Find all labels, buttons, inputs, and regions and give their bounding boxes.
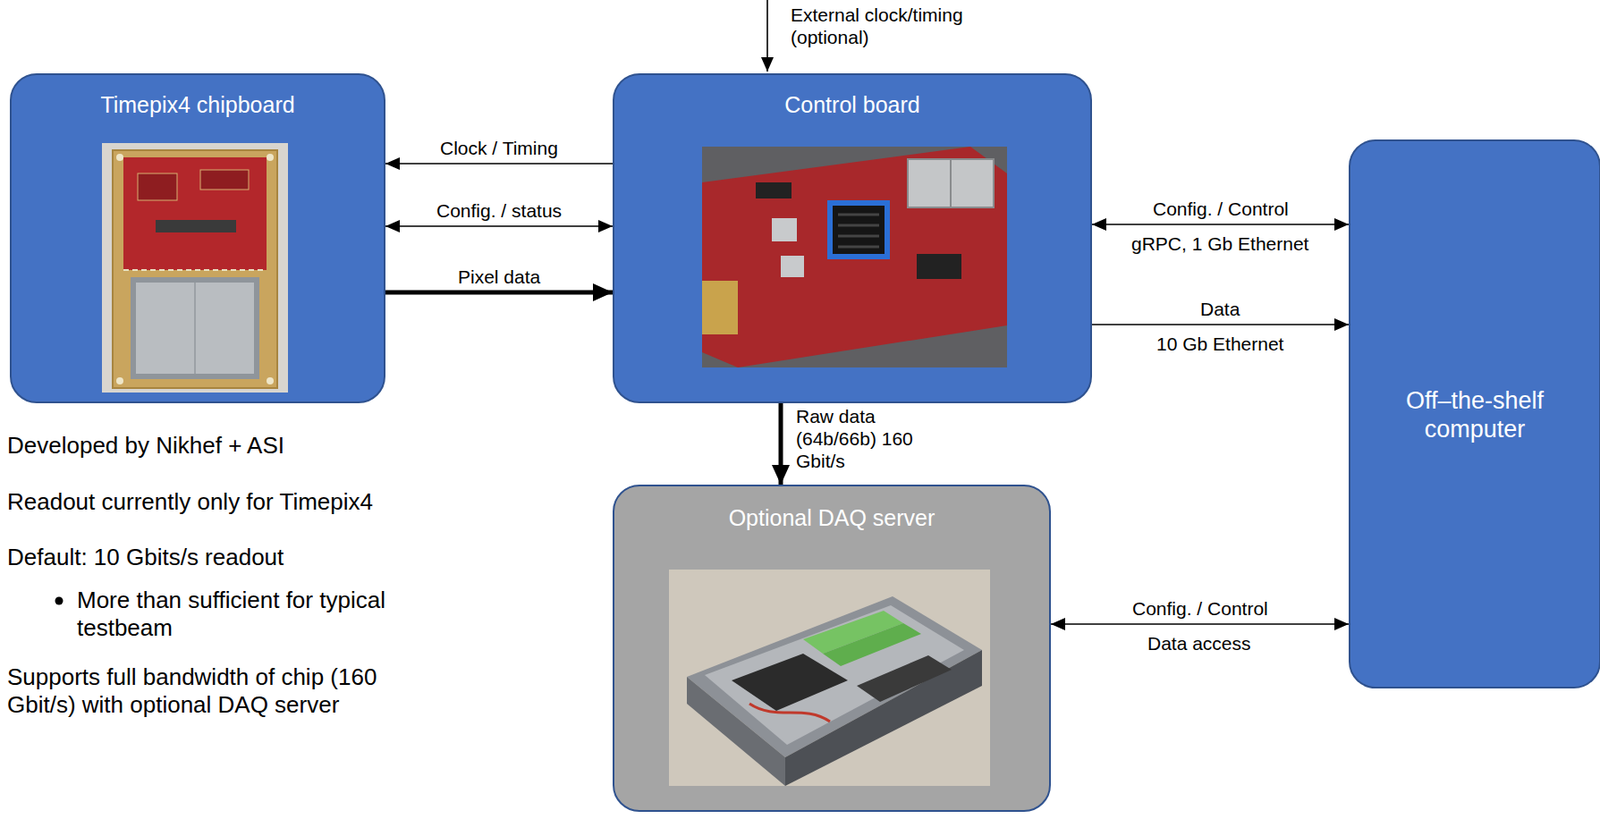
signal-arrow [1092, 223, 1349, 226]
red-pcb [702, 146, 1008, 368]
pcb-edge [123, 269, 267, 271]
heatsink-fin [838, 224, 880, 228]
daq-server-photo [668, 569, 991, 787]
edge-label: Config. / status [433, 199, 565, 222]
computer-box: Off–the-shelf computer [1348, 139, 1600, 689]
signal-arrow [1092, 323, 1349, 326]
node-title: Timepix4 chipboard [100, 91, 295, 119]
link-label: gRPC, 1 Gb Ethernet [1131, 232, 1309, 255]
server-interior [704, 605, 965, 745]
sensor-seam [194, 282, 196, 374]
external-clock-label: External clock/timing (optional) [790, 3, 974, 49]
node-title: Control board [784, 91, 920, 119]
edge-label: Pixel data [455, 265, 543, 288]
photo-background [668, 569, 991, 787]
cable [749, 703, 830, 722]
sub-bullet [55, 597, 64, 606]
photo-background [101, 143, 288, 393]
chipboard-box: Timepix4 chipboard [9, 73, 386, 404]
sub-bullet-text: More than sufficient for typical testbea… [76, 586, 435, 643]
link-label: 10 Gb Ethernet [1156, 332, 1284, 356]
thick-data-arrow [778, 403, 784, 485]
signal-arrow [385, 162, 613, 165]
chip [916, 253, 962, 280]
heatsink [832, 205, 885, 254]
signal-arrow [385, 225, 613, 228]
bullet-text: Supports full bandwidth of chip (160 Gbi… [7, 663, 410, 720]
heatsink-frame [827, 200, 890, 260]
thick-data-arrow [385, 290, 613, 296]
bullet-text: Default: 10 Gbits/s readout [7, 543, 544, 572]
edge-label: Data [1197, 297, 1243, 321]
fan-row [822, 623, 922, 667]
small-heatsink [771, 218, 797, 242]
pcb-component [137, 173, 178, 201]
chipboard-photo [101, 143, 288, 393]
sfp-divider [949, 159, 952, 208]
control-board-box: Control board [612, 73, 1093, 404]
gold-connector [702, 280, 738, 335]
chip [755, 182, 792, 199]
bullet-text: Readout currently only for Timepix4 [7, 488, 544, 517]
edge-label: Config. / Control [1129, 597, 1271, 620]
sfp-cage [907, 159, 994, 208]
mainboard [731, 653, 848, 712]
photo-background [702, 146, 1008, 368]
pcb-connector [155, 220, 237, 233]
screw-hole [266, 377, 274, 385]
external-clock-arrow [766, 0, 769, 72]
edge-label: Clock / Timing [437, 136, 561, 160]
signal-arrow [1050, 623, 1349, 626]
edge-label: Config. / Control [1150, 197, 1292, 221]
daq-server-box: Optional DAQ server [612, 484, 1051, 813]
drive-bay [856, 655, 952, 703]
heatsink-fin [838, 213, 880, 217]
edge-label: Raw data (64b/66b) 160 Gbit/s [793, 405, 956, 474]
bullet-text: Developed by Nikhef + ASI [7, 431, 544, 460]
sensor-surface [135, 282, 254, 374]
red-pcb [123, 157, 267, 271]
heatsink-fin [838, 245, 880, 249]
screw-hole [116, 377, 124, 385]
node-title: Off–the-shelf computer [1362, 386, 1587, 445]
screw-hole [116, 153, 124, 161]
gold-frame [112, 150, 278, 389]
small-heatsink [780, 255, 805, 278]
control-board-photo [702, 146, 1008, 368]
pcb-component [200, 169, 249, 190]
heatsink-fin [838, 235, 880, 238]
sensor [130, 277, 260, 380]
screw-hole [266, 153, 274, 161]
link-label: Data access [1147, 632, 1252, 655]
node-title: Optional DAQ server [728, 504, 936, 532]
